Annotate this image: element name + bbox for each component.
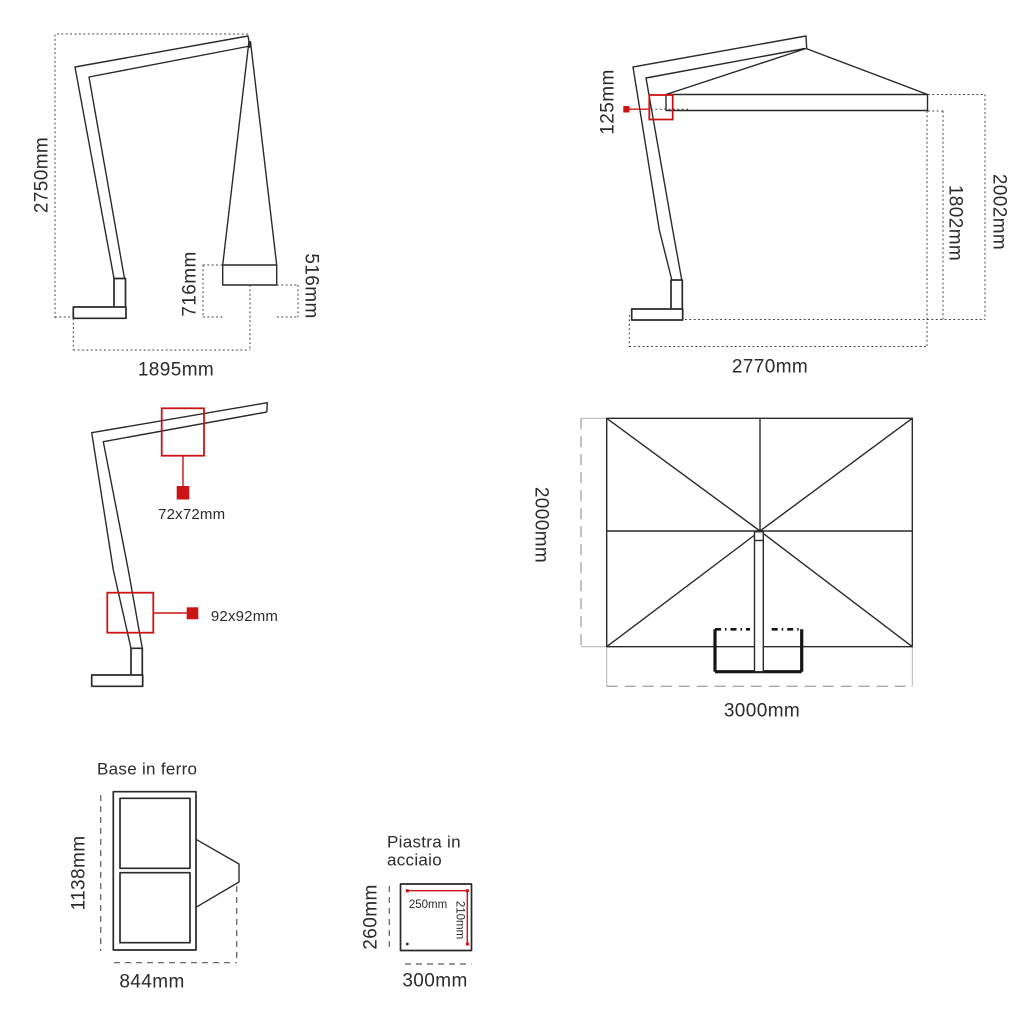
closed-canopy-bottom-label: 516mm	[301, 253, 322, 318]
arm-profile-callout-box	[160, 407, 205, 457]
projection-label: 2770mm	[732, 357, 808, 378]
clamp-outline	[195, 838, 240, 908]
dimension-dotted-lines	[628, 94, 986, 347]
mast-sleeve-and-base	[72, 277, 127, 320]
plate-width-label: 300mm	[402, 971, 467, 992]
mast-profile-callout-box	[106, 591, 155, 634]
boundary-dotted-lines	[54, 33, 250, 318]
steel-plate-title-line1: Piastra in	[387, 833, 461, 852]
mast-profile-marker-square	[186, 607, 199, 620]
mast-pole	[753, 531, 765, 673]
hole-spacing-line-ends	[405, 889, 469, 946]
frame-outline	[632, 35, 808, 280]
red-end-tick	[405, 889, 409, 893]
diagram-open-side-view: 125mm 1802mm 2002mm 2770mm	[598, 35, 1010, 378]
dimension-dashed-lines	[100, 795, 238, 964]
iron-base-width-label: 844mm	[119, 972, 184, 993]
top-view-width-label: 3000mm	[724, 701, 800, 722]
holes-width-label: 250mm	[409, 899, 447, 911]
detail-callout-box	[648, 94, 674, 121]
frame-outline	[91, 402, 268, 649]
bolt-hole-dot	[405, 942, 409, 946]
red-end-tick	[465, 889, 469, 893]
diagram-iron-base: Base in ferro 1138mm 844mm	[69, 760, 240, 993]
mast-profile-label: 92x92mm	[211, 608, 278, 625]
extension-lines	[581, 417, 913, 687]
arm-offset-label: 125mm	[598, 69, 619, 134]
iron-base-height-label: 1138mm	[69, 836, 90, 911]
diagram-top-view: 2000mm 3000mm	[531, 417, 913, 722]
frame-outline	[74, 35, 251, 279]
canopy-roof-and-band	[665, 47, 929, 112]
callout-marker-square	[623, 106, 630, 113]
hole-spacing-lines	[407, 890, 468, 944]
dimension-dotted-lines	[55, 264, 299, 351]
closed-canopy-top-label: 716mm	[180, 251, 201, 316]
plate-outline	[399, 883, 473, 952]
plate-height-label: 260mm	[361, 884, 382, 949]
mast-sleeve-and-base	[90, 647, 144, 688]
total-height-label: 2002mm	[989, 174, 1010, 250]
steel-plate-title-line2: acciaio	[387, 851, 442, 870]
canopy-panels	[606, 417, 913, 648]
closed-canopy-outline	[222, 40, 278, 286]
top-view-depth-label: 2000mm	[531, 487, 552, 563]
red-end-tick	[465, 942, 469, 946]
mast-sleeve-and-base	[630, 279, 684, 321]
footprint-dashed-lines	[580, 418, 913, 687]
clearance-label: 1802mm	[945, 185, 966, 261]
iron-base-title: Base in ferro	[97, 760, 197, 779]
closed-width-label: 1895mm	[138, 360, 214, 381]
arm-profile-marker-square	[176, 486, 190, 500]
base-slabs-outline	[112, 790, 197, 951]
arm-profile-label: 72x72mm	[158, 506, 225, 523]
closed-height-label: 2750mm	[32, 137, 53, 213]
dimension-dashed-lines	[388, 886, 472, 965]
diagram-steel-plate: Piastra in acciaio 250mm 210mm 260mm 300…	[361, 833, 473, 992]
holes-height-label: 210mm	[454, 901, 466, 939]
diagram-closed-side-view: 2750mm 716mm 516mm 1895mm	[32, 33, 322, 381]
diagram-profile-callouts: 72x72mm 92x92mm	[90, 402, 278, 688]
